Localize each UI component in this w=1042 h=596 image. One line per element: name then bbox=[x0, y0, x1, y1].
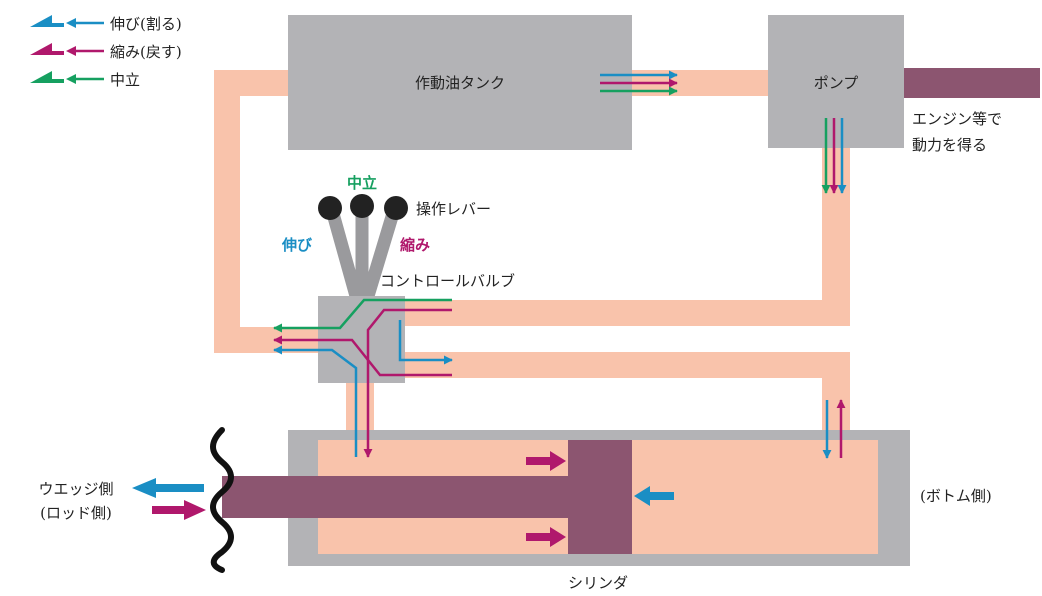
wedge-label-line2: (ロッド側) bbox=[40, 504, 112, 522]
pipe-return-h-top bbox=[214, 70, 289, 96]
force-arrows bbox=[132, 451, 674, 547]
legend-neutral-arrow bbox=[30, 71, 64, 83]
break-line bbox=[210, 427, 234, 573]
flow-extend-to-bottom bbox=[398, 320, 453, 365]
bottom-side-label: (ボトム側) bbox=[920, 487, 992, 505]
pipe-pump-to-valve bbox=[405, 300, 850, 326]
legend-extend-label: 伸び(割る) bbox=[110, 15, 182, 33]
pump bbox=[768, 15, 904, 148]
engine-shaft bbox=[903, 68, 1040, 98]
cylinder-label: シリンダ bbox=[568, 574, 628, 592]
valve-label: コントロールバルブ bbox=[380, 272, 515, 290]
flow-arrows bbox=[273, 70, 847, 459]
cylinder bbox=[210, 427, 910, 573]
force-retract-bottom bbox=[526, 527, 566, 547]
control-lever bbox=[318, 194, 408, 298]
lever-retract-label: 縮み bbox=[400, 236, 430, 254]
legend-retract-label: 縮み(戻す) bbox=[110, 43, 182, 61]
pipe-return-v bbox=[214, 70, 240, 353]
piston-head bbox=[568, 440, 632, 554]
flow-extend-return bbox=[273, 345, 358, 457]
rod-motion-extend bbox=[132, 478, 204, 498]
wedge-label-line1: ウエッジ側 bbox=[38, 480, 113, 498]
force-extend bbox=[634, 486, 674, 506]
pump-label: ポンプ bbox=[814, 74, 859, 92]
lever-knob-neutral bbox=[350, 194, 374, 218]
legend-neutral-label: 中立 bbox=[110, 71, 140, 89]
piston-rod bbox=[222, 476, 572, 518]
lever-extend-label: 伸び bbox=[281, 236, 312, 254]
legend-item-extend: 伸び(割る) bbox=[30, 15, 182, 33]
legend: 伸び(割る) 縮み(戻す) 中立 bbox=[30, 15, 182, 89]
lever-label: 操作レバー bbox=[416, 200, 491, 218]
legend-extend-arrow bbox=[30, 15, 64, 27]
tank-label: 作動油タンク bbox=[415, 74, 505, 92]
force-retract-top bbox=[526, 451, 566, 471]
lever-neutral-label: 中立 bbox=[347, 174, 377, 192]
lever-knob-extend bbox=[318, 196, 342, 220]
legend-item-neutral: 中立 bbox=[30, 71, 140, 89]
engine-label-line1: エンジン等で bbox=[912, 110, 1002, 128]
engine-label-line2: 動力を得る bbox=[912, 136, 987, 154]
flow-neutral-return bbox=[273, 298, 452, 333]
legend-item-retract: 縮み(戻す) bbox=[30, 43, 182, 61]
lever-knob-retract bbox=[384, 196, 408, 220]
flow-retract-return bbox=[273, 335, 452, 377]
rod-motion-retract bbox=[152, 500, 206, 520]
pipe-valve-to-bottom-h bbox=[405, 352, 850, 378]
legend-retract-arrow bbox=[30, 43, 64, 55]
flow-retract-to-rod bbox=[363, 308, 452, 458]
oil-tank bbox=[288, 15, 632, 150]
